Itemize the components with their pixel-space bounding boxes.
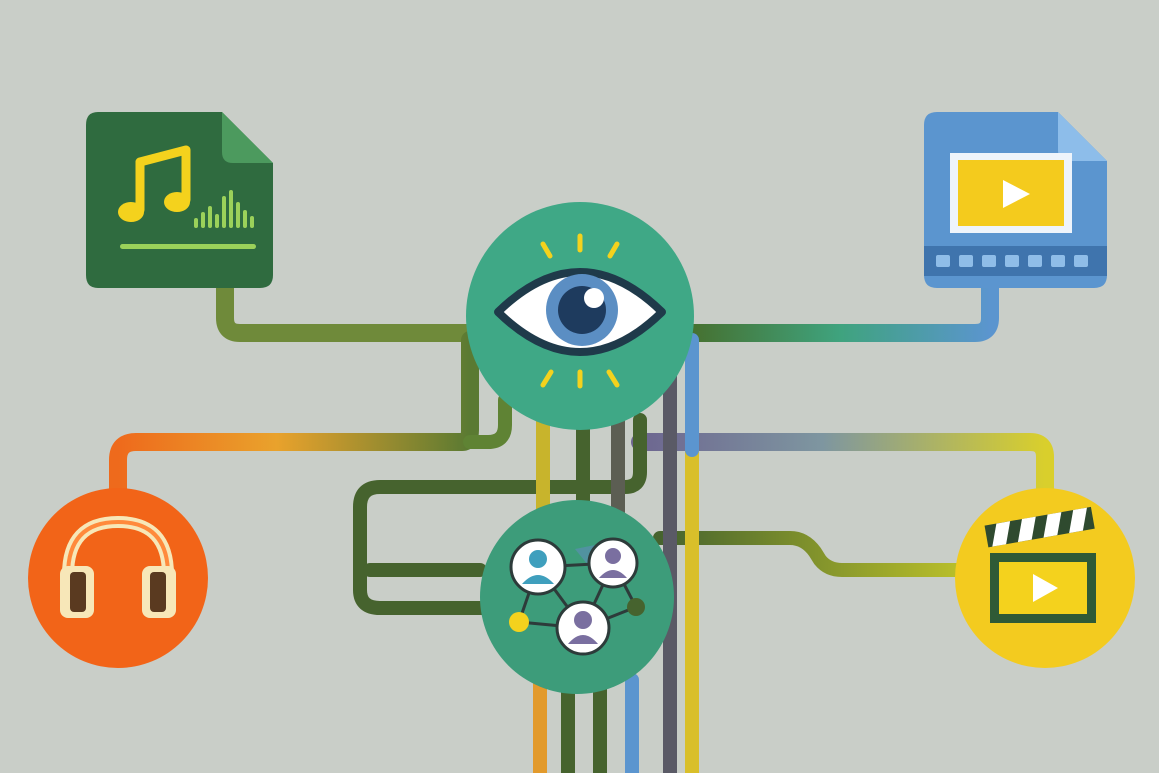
film-strip: [936, 255, 1088, 267]
eye-hub[interactable]: [466, 202, 694, 430]
eye-rays: [540, 233, 620, 389]
pipe-headphones-to-eye: [109, 331, 479, 507]
pipe-network-to-clapperboard: [653, 531, 967, 577]
person-avatar-3: [555, 600, 611, 656]
pipe-network-loop: [353, 413, 647, 615]
equalizer-bars: [194, 190, 254, 228]
music-note-icon: [118, 145, 191, 222]
network-hub[interactable]: [480, 500, 674, 694]
clapperboard-play-icon: [984, 506, 1096, 623]
video-file-icon[interactable]: [924, 112, 1107, 288]
people-network-icon: [509, 537, 645, 656]
pipe-eye-left-curl: [463, 393, 512, 449]
headphones-icon: [60, 515, 176, 618]
pipe-eye-to-video: [681, 279, 999, 342]
pipe-eye-to-clapperboard: [631, 433, 1054, 507]
person-avatar-1: [509, 538, 567, 596]
eye-icon: [494, 268, 666, 356]
music-file-icon[interactable]: [86, 112, 273, 288]
person-avatar-2: [587, 537, 639, 589]
clapperboard-node[interactable]: [955, 488, 1135, 668]
pipe-audio-to-eye: [216, 279, 489, 342]
clapper-play-icon: [1033, 574, 1058, 602]
headphones-node[interactable]: [28, 488, 208, 668]
audio-progress-bar: [120, 244, 256, 249]
play-icon: [1003, 180, 1030, 208]
